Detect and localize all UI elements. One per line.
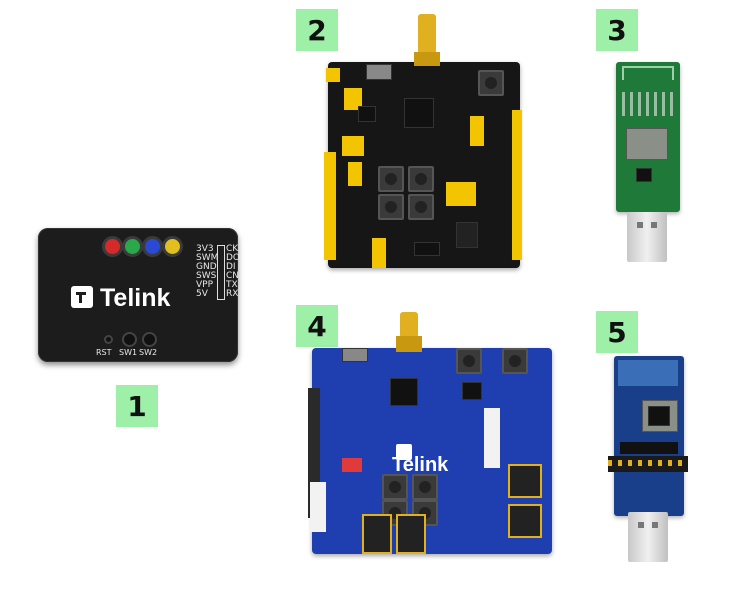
sma-base [396, 336, 422, 352]
rf-module [626, 128, 668, 160]
chip [414, 242, 440, 256]
usb-dongle-green [616, 62, 680, 212]
chip [358, 106, 376, 122]
led-green [122, 236, 143, 257]
tact-switch [412, 474, 438, 500]
pin-label: SWM [196, 253, 219, 263]
mcu-chip [404, 98, 434, 128]
usb-plug [628, 512, 668, 562]
audio-jack [508, 504, 542, 538]
dip-switch [342, 458, 362, 472]
connector-white [484, 408, 500, 468]
badge-3: 3 [596, 9, 638, 51]
usb-port [366, 64, 392, 80]
sw1-label: SW1 [119, 348, 138, 357]
tact-switch [408, 166, 434, 192]
led-blue [142, 236, 163, 257]
jumper-block [470, 116, 484, 146]
chip [636, 168, 652, 182]
pin-label: CK [226, 244, 239, 254]
tact-switch [502, 348, 528, 374]
pin-label: VPP [196, 280, 214, 290]
led-yellow [162, 236, 183, 257]
antenna-trace [622, 66, 674, 80]
brand-name: Telink [392, 454, 449, 476]
badge-5: 5 [596, 311, 638, 353]
tact-switch [382, 474, 408, 500]
sma-antenna-connector [400, 312, 418, 338]
tact-switch [378, 166, 404, 192]
pin-header [217, 245, 225, 300]
chip [462, 382, 482, 400]
header-pins [608, 460, 688, 466]
sma-antenna-connector [418, 14, 436, 54]
jumper-block [344, 88, 362, 110]
pin-header [620, 442, 678, 454]
mcu-chip [390, 378, 418, 406]
component-row [622, 92, 674, 116]
brand-name: Telink [100, 284, 171, 312]
rst-label: RST [96, 348, 112, 357]
sma-base [414, 52, 440, 66]
pin-header [512, 110, 522, 260]
pin-header [324, 152, 336, 260]
jumper-block [348, 162, 362, 186]
led-red [102, 236, 123, 257]
usb-port [342, 348, 368, 362]
rst-button [104, 335, 113, 344]
sw2-label: SW2 [139, 348, 158, 357]
pin-label: TX [226, 280, 238, 290]
antenna-area [618, 360, 678, 386]
tact-switch [408, 194, 434, 220]
tact-switch [456, 348, 482, 374]
badge-1: 1 [116, 385, 158, 427]
sw1-button [122, 332, 137, 347]
pin-label: GND [196, 262, 217, 272]
pin-header [326, 68, 340, 82]
programmer-box: Telink 3V3 SWM GND SWS VPP 5V CK DO DI C… [38, 228, 241, 362]
pin-label: 5V [196, 289, 208, 299]
pin-label: SWS [196, 271, 217, 281]
telink-logo-icon [396, 444, 412, 460]
telink-logo-icon [71, 286, 93, 308]
audio-jack [362, 514, 392, 554]
connector-white [310, 482, 326, 532]
audio-jack [508, 464, 542, 498]
tact-switch [478, 70, 504, 96]
badge-2: 2 [296, 9, 338, 51]
pin-label: 3V3 [196, 244, 214, 254]
pin-label: DI [226, 262, 236, 272]
usb-plug [627, 212, 667, 262]
audio-jack [396, 514, 426, 554]
audio-jack [456, 222, 478, 248]
jumper-block [446, 182, 476, 206]
tact-switch [378, 194, 404, 220]
pin-label: CN [226, 271, 240, 281]
jumper-block [342, 136, 364, 156]
jumper-block [372, 238, 386, 268]
usb-dongle-blue [608, 356, 688, 516]
chip [648, 406, 670, 426]
dev-board-blue: Telink [308, 312, 552, 554]
pin-label: DO [226, 253, 241, 263]
pin-label: RX [226, 289, 239, 299]
sw2-button [142, 332, 157, 347]
dev-board-black [324, 14, 522, 268]
badge-4: 4 [296, 305, 338, 347]
